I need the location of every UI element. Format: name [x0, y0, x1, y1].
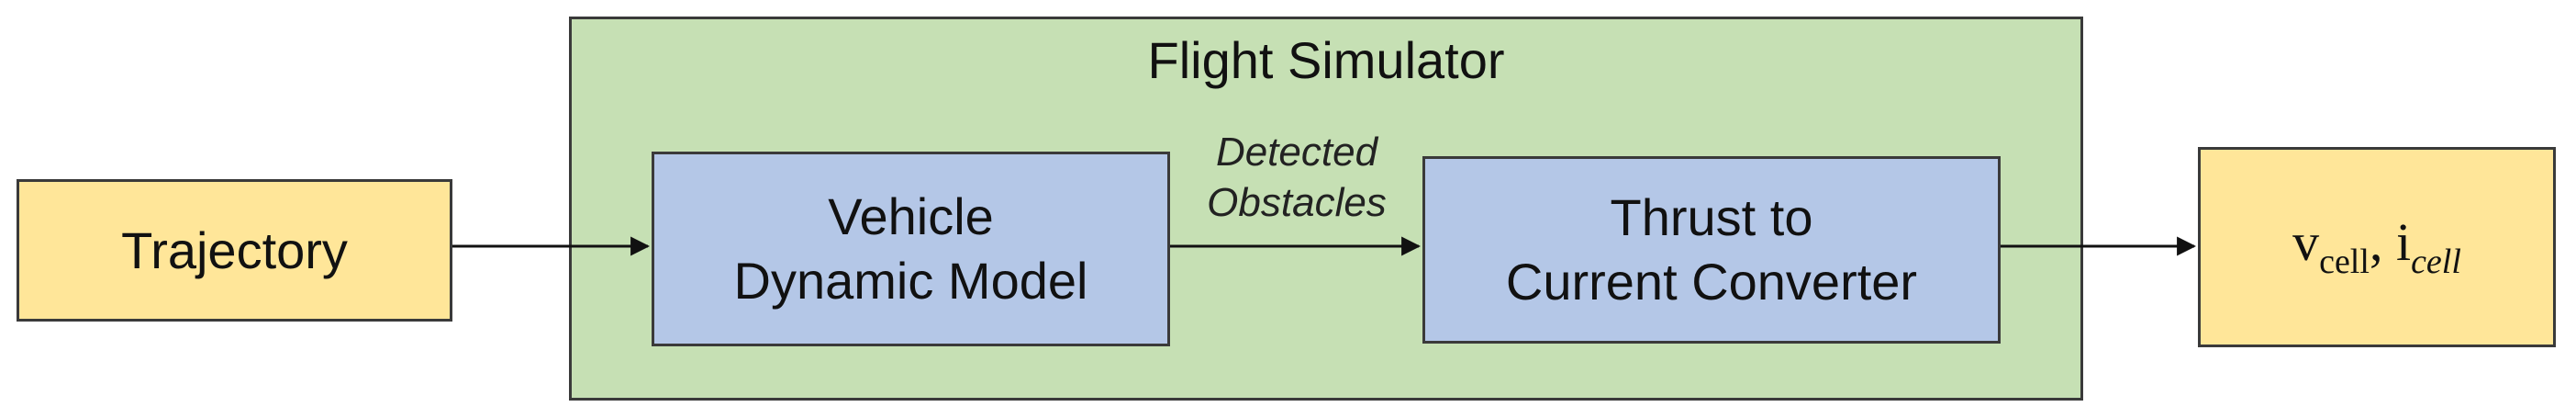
v-symbol: v: [2292, 212, 2320, 273]
edge-label-detected-obstacles: Detected Obstacles: [1177, 127, 1416, 228]
i-symbol: i: [2395, 212, 2412, 273]
group-title: Flight Simulator: [1147, 31, 1505, 89]
thrust-label-line2: Current Converter: [1505, 253, 1918, 311]
vehicle-label-line2: Dynamic Model: [733, 252, 1088, 310]
thrust-label-line1: Thrust to: [1610, 188, 1813, 246]
i-subscript: cell: [2411, 243, 2461, 282]
trajectory-label: Trajectory: [121, 220, 348, 279]
edge-label-line2: Obstacles: [1207, 180, 1387, 225]
trajectory-node: Trajectory: [17, 179, 452, 322]
edge-label-line1: Detected: [1215, 130, 1378, 175]
output-node: vcell, icell: [2198, 147, 2556, 347]
output-separator: ,: [2369, 212, 2396, 273]
thrust-converter-node: Thrust to Current Converter: [1422, 156, 2001, 344]
v-subscript: cell: [2319, 243, 2370, 282]
output-label: vcell, icell: [2292, 209, 2461, 285]
vehicle-label-line1: Vehicle: [828, 187, 994, 245]
vehicle-dynamic-model-node: Vehicle Dynamic Model: [652, 152, 1170, 346]
